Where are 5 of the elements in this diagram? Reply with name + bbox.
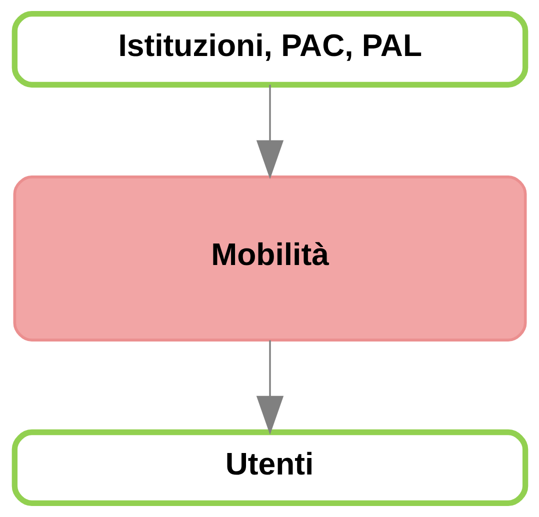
arrow bbox=[256, 84, 284, 180]
node-box: Utenti bbox=[11, 429, 528, 506]
node-box: Mobilità bbox=[12, 176, 526, 342]
arrow bbox=[256, 340, 284, 435]
node-box: Istituzioni, PAC, PAL bbox=[11, 10, 528, 88]
